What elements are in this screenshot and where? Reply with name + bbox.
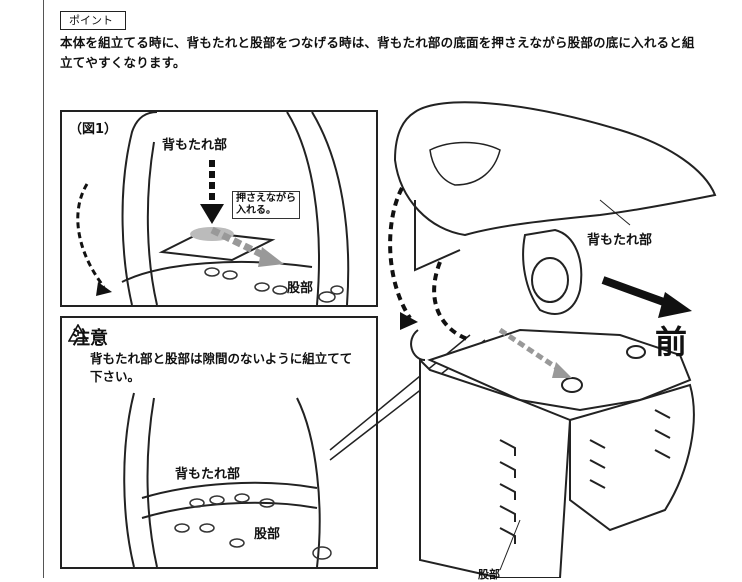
point-tag: ポイント [60, 11, 126, 30]
figure-1-illustration [76, 112, 350, 305]
main-crotch-label: 股部 [478, 568, 500, 581]
backrest-label: 背もたれ部 [162, 138, 228, 153]
caution-panel: 注意 背もたれ部と股部は隙間のないように組立てて下さい。 背もたれ部 股部 [60, 316, 378, 569]
page-margin-rule [43, 0, 44, 578]
front-direction-label: 前 [655, 323, 688, 361]
caution-heading: 注意 [68, 324, 108, 350]
caution-title: 注意 [72, 328, 108, 349]
caution-illustration [123, 392, 332, 567]
intro-text: 本体を組立てる時に、背もたれと股部をつなげる時は、背もたれ部の底面を押さえながら… [60, 35, 695, 70]
caution-crotch-label: 股部 [254, 527, 281, 542]
figure-1-panel: （図1） 背もたれ部 押さえながら 入れる。 股部 [60, 110, 378, 307]
caution-text: 背もたれ部と股部は隙間のないように組立てて下さい。 [90, 351, 353, 384]
main-backrest-label: 背もたれ部 [587, 233, 653, 248]
crotch-label: 股部 [287, 281, 314, 296]
figure-1-label: （図1） [69, 122, 118, 137]
caution-backrest-label: 背もたれ部 [175, 467, 241, 482]
press-callout: 押さえながら 入れる。 [232, 191, 300, 219]
